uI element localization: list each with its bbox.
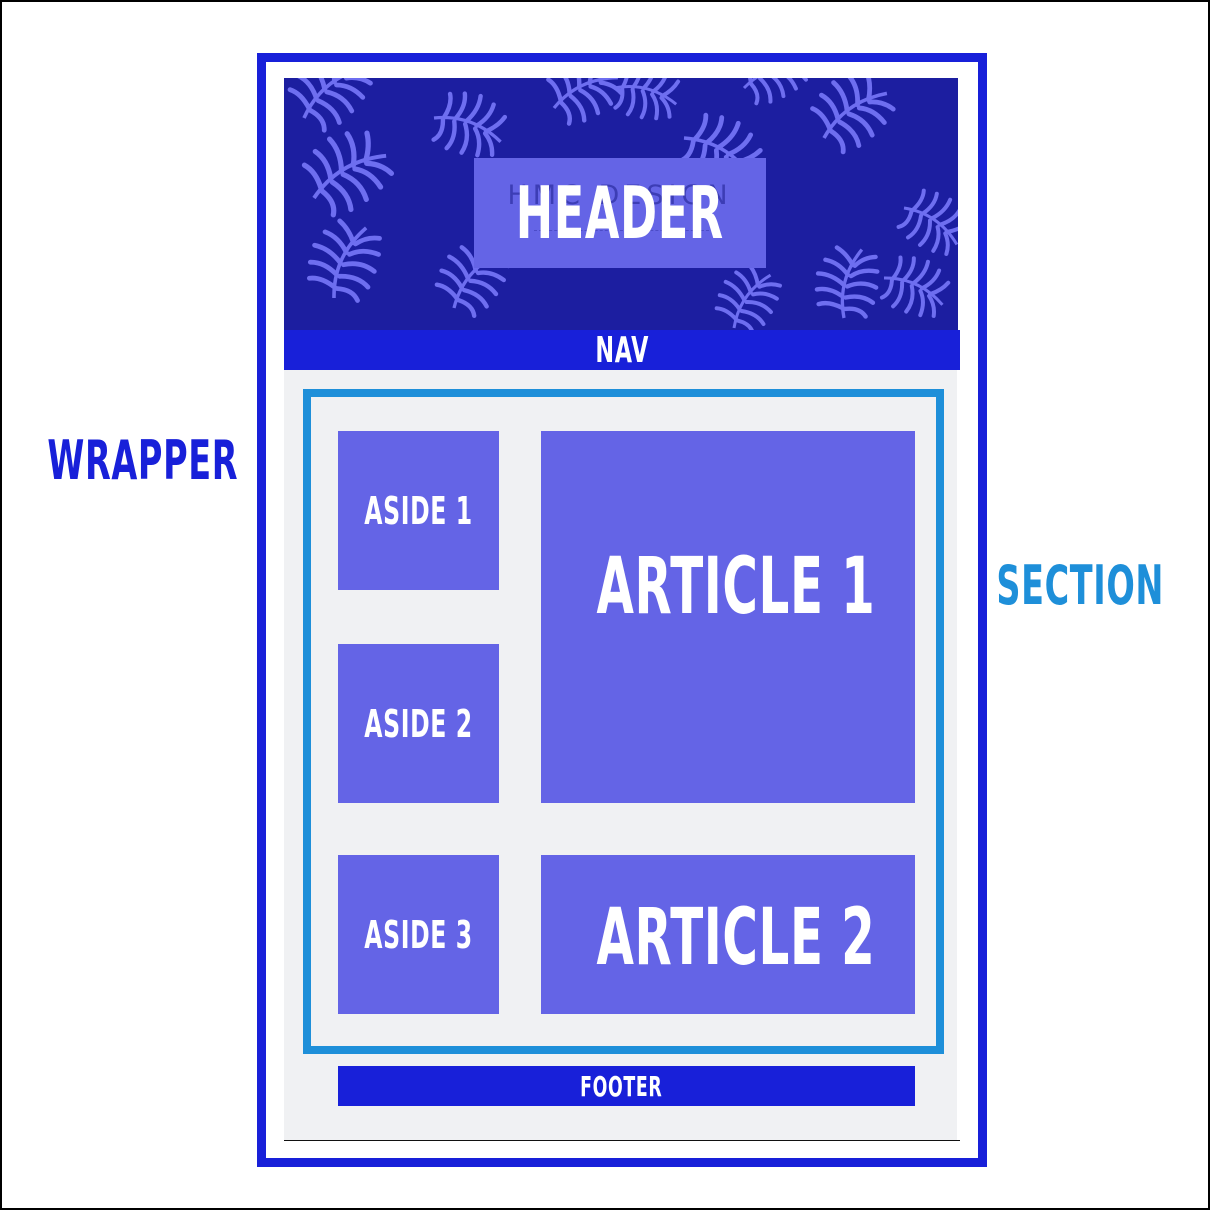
- article-2-label: ARTICLE 2: [596, 892, 876, 983]
- article-1-box: ARTICLE 1: [541, 431, 915, 803]
- article-1-label: ARTICLE 1: [596, 542, 876, 632]
- wrapper-label: WRAPPER: [20, 425, 265, 495]
- nav-label: NAV: [595, 329, 649, 371]
- logo-box: HMC DESIGN: [474, 158, 766, 268]
- footer-bar: FOOTER: [338, 1066, 915, 1106]
- section-label-text: SECTION: [996, 553, 1164, 617]
- logo-text: HMC DESIGN: [507, 180, 733, 211]
- aside-2-label: ASIDE 2: [364, 701, 473, 746]
- wrapper-label-text: WRAPPER: [47, 428, 238, 492]
- aside-3-label: ASIDE 3: [364, 912, 473, 957]
- aside-1-label: ASIDE 1: [364, 488, 473, 533]
- footer-label: FOOTER: [580, 1069, 663, 1103]
- nav-bar: NAV: [284, 329, 960, 371]
- header-label: HEADER: [474, 165, 766, 261]
- article-2-box: ARTICLE 2: [541, 855, 915, 1014]
- aside-1-box: ASIDE 1: [338, 431, 499, 590]
- section-box: [303, 389, 944, 1054]
- logo-subline: [534, 224, 714, 231]
- section-label: SECTION: [965, 550, 1195, 620]
- aside-2-box: ASIDE 2: [338, 644, 499, 803]
- aside-3-box: ASIDE 3: [338, 855, 499, 1014]
- content-bottom-rule: [284, 1140, 960, 1141]
- header-label-text: HEADER: [515, 171, 725, 255]
